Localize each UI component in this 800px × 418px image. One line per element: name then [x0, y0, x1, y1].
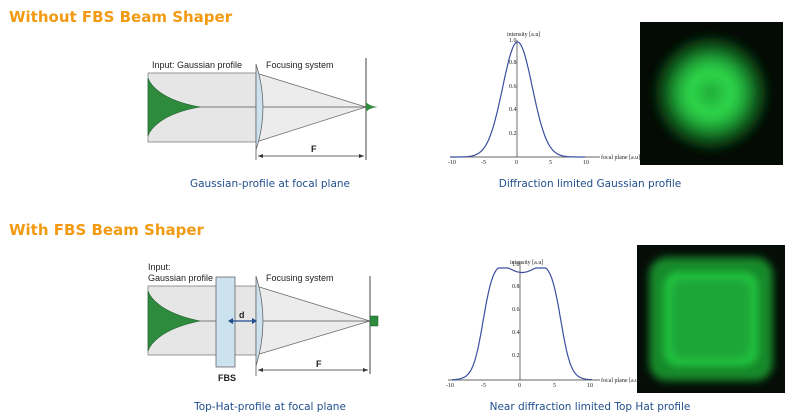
y-tick: 1.0: [509, 38, 517, 44]
f-label: F: [311, 144, 317, 154]
x-tick: -5: [481, 160, 486, 166]
x-tick: 10: [583, 160, 589, 166]
tophat-curve: [452, 267, 592, 381]
optical-diagram-without-fbs: Input: Gaussian profile Focusing system …: [147, 58, 378, 160]
y-tick: 0.2: [509, 131, 517, 137]
y-tick: 0.8: [512, 284, 520, 290]
f-label-fbs: F: [316, 359, 322, 369]
plot-ylabel-fbs: intensity [a.u]: [510, 260, 543, 266]
caption-gaussian-focal: Gaussian-profile at focal plane: [189, 178, 351, 190]
y-tick: 0.2: [512, 353, 520, 359]
x-tick: 10: [587, 383, 593, 389]
input-label-line2: Gaussian profile: [148, 273, 213, 283]
gaussian-spot-image: [640, 22, 783, 165]
f-arrow-right-fbs: [363, 368, 368, 372]
plot-ylabel: intensity [a.u]: [507, 32, 540, 38]
tophat-intensity-plot: intensity [a.u] focal plane [a.u] -10 -5…: [446, 260, 640, 389]
x-tick: 0: [518, 383, 521, 389]
plot-xlabel: focal plane [a.u]: [601, 154, 640, 161]
input-label: Input: Gaussian profile: [152, 60, 242, 70]
y-tick: 0.6: [509, 84, 517, 90]
gaussian-input-profile-fbs: [147, 290, 201, 352]
y-tick: 0.4: [509, 107, 517, 113]
x-tick: -10: [448, 160, 456, 166]
focal-tophat-profile: [369, 315, 379, 327]
y-tick: 0.6: [512, 307, 520, 313]
y-tick: 0.4: [512, 330, 520, 336]
y-tick: 1.0: [512, 262, 520, 268]
x-tick: 5: [553, 383, 556, 389]
focusing-label-fbs: Focusing system: [266, 273, 334, 283]
focusing-label: Focusing system: [266, 60, 334, 70]
f-arrow-left: [258, 154, 263, 158]
focusing-lens-fbs: [255, 275, 264, 367]
y-tick: 0.8: [509, 60, 517, 66]
d-arrow-left: [228, 318, 233, 324]
x-tick: 5: [549, 160, 552, 166]
optical-diagram-with-fbs: Input: Gaussian profile Focusing system …: [147, 262, 379, 383]
x-tick: -5: [481, 383, 486, 389]
d-arrow-right: [252, 318, 257, 324]
f-arrow-right: [359, 154, 364, 158]
input-label-line1: Input:: [148, 262, 171, 272]
x-tick: 0: [515, 160, 518, 166]
tophat-spot-image: [637, 245, 785, 393]
focusing-lens: [255, 63, 264, 151]
f-arrow-left-fbs: [258, 368, 263, 372]
focusing-cone: [255, 72, 368, 143]
caption-near-diffraction-tophat: Near diffraction limited Top Hat profile: [489, 401, 691, 413]
gaussian-intensity-plot: intensity [a.u] focal plane [a.u] -10 -5…: [448, 32, 640, 166]
plot-xlabel-fbs: focal plane [a.u]: [601, 377, 640, 384]
focal-gaussian-profile: [366, 102, 378, 112]
focusing-cone-fbs: [255, 285, 372, 356]
x-tick: -10: [446, 383, 454, 389]
fbs-element: [215, 276, 236, 368]
d-label: d: [239, 310, 245, 320]
section-heading-without-fbs: Without FBS Beam Shaper: [9, 8, 233, 26]
gaussian-input-profile: [147, 77, 201, 137]
fbs-label: FBS: [218, 373, 236, 383]
section-heading-with-fbs: With FBS Beam Shaper: [9, 221, 204, 239]
caption-tophat-focal: Top-Hat-profile at focal plane: [194, 401, 346, 413]
caption-diffraction-gaussian: Diffraction limited Gaussian profile: [498, 178, 682, 190]
gaussian-curve: [450, 41, 585, 158]
